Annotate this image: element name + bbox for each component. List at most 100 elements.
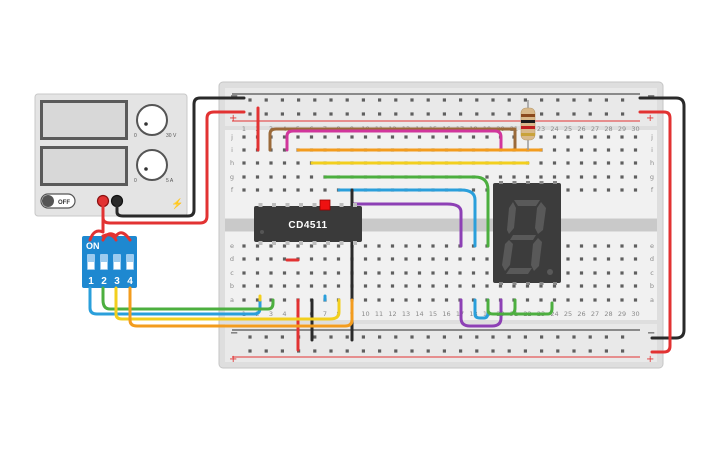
hole[interactable] [606, 271, 611, 275]
hole[interactable] [269, 244, 273, 248]
hole[interactable] [566, 188, 570, 192]
hole[interactable] [282, 161, 287, 165]
rail-hole[interactable] [507, 98, 511, 102]
hole[interactable] [282, 284, 287, 288]
hole[interactable] [242, 148, 246, 152]
hole[interactable] [390, 298, 395, 302]
hole[interactable] [363, 135, 368, 139]
hole[interactable] [336, 244, 341, 248]
hole[interactable] [404, 244, 408, 248]
rail-hole[interactable] [280, 112, 284, 116]
rail-hole[interactable] [378, 335, 382, 339]
rail-hole[interactable] [248, 98, 252, 102]
rail-hole[interactable] [280, 98, 284, 102]
hole[interactable] [390, 244, 395, 248]
hole[interactable] [377, 244, 381, 248]
rail-hole[interactable] [426, 349, 430, 353]
voltage-knob[interactable]: 30 V 0 [134, 104, 177, 139]
hole[interactable] [323, 135, 327, 139]
hole[interactable] [323, 244, 327, 248]
rail-hole[interactable] [475, 112, 479, 116]
hole[interactable] [417, 244, 422, 248]
hole[interactable] [579, 298, 584, 302]
right-positive-wire[interactable] [638, 110, 672, 354]
rail-hole[interactable] [394, 349, 398, 353]
hole[interactable] [377, 257, 381, 261]
hole[interactable] [620, 284, 624, 288]
power-switch[interactable]: OFF [40, 193, 76, 209]
hole[interactable] [566, 257, 570, 261]
hole[interactable] [579, 135, 584, 139]
hole[interactable] [606, 244, 611, 248]
rail-hole[interactable] [264, 98, 268, 102]
hole[interactable] [620, 148, 624, 152]
external-wires[interactable] [88, 96, 686, 354]
hole[interactable] [620, 175, 624, 179]
hole[interactable] [363, 257, 368, 261]
hole[interactable] [282, 135, 287, 139]
hole[interactable] [593, 257, 597, 261]
rail-hole[interactable] [621, 112, 625, 116]
hole[interactable] [566, 148, 570, 152]
hole[interactable] [255, 257, 260, 261]
hole[interactable] [323, 271, 327, 275]
hole[interactable] [620, 161, 624, 165]
hole[interactable] [390, 135, 395, 139]
hole[interactable] [593, 284, 597, 288]
rail-hole[interactable] [426, 335, 430, 339]
hole[interactable] [309, 244, 314, 248]
hole[interactable] [390, 271, 395, 275]
hole[interactable] [525, 284, 530, 288]
rail-hole[interactable] [604, 112, 608, 116]
hole[interactable] [417, 257, 422, 261]
hole[interactable] [323, 188, 327, 192]
hole[interactable] [377, 271, 381, 275]
current-knob[interactable]: 5 A 0 [134, 149, 174, 184]
rail-hole[interactable] [540, 112, 544, 116]
hole[interactable] [579, 148, 584, 152]
rail-hole[interactable] [459, 98, 463, 102]
hole[interactable] [390, 257, 395, 261]
hole[interactable] [458, 135, 462, 139]
hole[interactable] [404, 298, 408, 302]
rail-hole[interactable] [442, 335, 446, 339]
rail-hole[interactable] [280, 335, 284, 339]
hole[interactable] [485, 271, 489, 275]
hole[interactable] [242, 175, 246, 179]
rail-hole[interactable] [556, 98, 560, 102]
rail-hole[interactable] [410, 335, 414, 339]
hole[interactable] [512, 284, 516, 288]
rail-hole[interactable] [556, 335, 560, 339]
hole[interactable] [282, 257, 287, 261]
green-wire-bottom-2[interactable] [513, 301, 554, 316]
hole[interactable] [606, 161, 611, 165]
hole[interactable] [633, 298, 638, 302]
blue-wire-down[interactable] [459, 188, 477, 248]
hole[interactable] [552, 175, 557, 179]
dip-toggles[interactable] [87, 254, 134, 270]
hole[interactable] [444, 257, 449, 261]
hole[interactable] [539, 298, 543, 302]
hole[interactable] [471, 271, 476, 275]
hole[interactable] [552, 284, 557, 288]
hole[interactable] [593, 188, 597, 192]
rail-hole[interactable] [329, 112, 333, 116]
hole[interactable] [539, 161, 543, 165]
rail-hole[interactable] [604, 349, 608, 353]
hole[interactable] [296, 284, 300, 288]
rail-hole[interactable] [588, 98, 592, 102]
hole[interactable] [282, 175, 287, 179]
rail-hole[interactable] [475, 98, 479, 102]
hole[interactable] [620, 188, 624, 192]
hole[interactable] [269, 257, 273, 261]
hole[interactable] [471, 135, 476, 139]
hole[interactable] [579, 188, 584, 192]
hole[interactable] [309, 188, 314, 192]
hole[interactable] [471, 257, 476, 261]
hole[interactable] [417, 298, 422, 302]
short-jumpers[interactable] [258, 294, 327, 302]
rail-hole[interactable] [475, 335, 479, 339]
rail-hole[interactable] [345, 112, 349, 116]
hole[interactable] [431, 244, 435, 248]
rail-hole[interactable] [523, 335, 527, 339]
